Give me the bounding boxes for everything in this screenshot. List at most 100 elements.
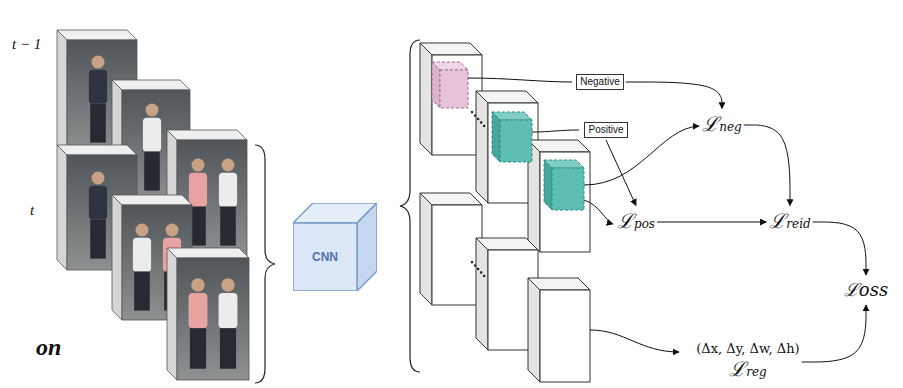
person-legs: [90, 104, 106, 143]
person-torso: [143, 118, 161, 152]
region-front: [552, 168, 584, 210]
feature-map-side: [476, 91, 488, 203]
connector: [744, 125, 790, 206]
feature-map: [540, 290, 590, 382]
positive-region: [492, 112, 532, 162]
loss-term: ℒpos: [617, 209, 655, 236]
person-legs: [190, 328, 206, 369]
loss-term: ℒreid: [769, 209, 810, 236]
region-side: [432, 62, 440, 108]
person-head: [136, 224, 149, 237]
frame-top: [57, 30, 137, 40]
total-loss: ℒoss: [844, 278, 888, 302]
node-text: Negative: [580, 76, 619, 88]
person-head: [92, 172, 105, 185]
person-head: [166, 224, 179, 237]
ellipsis-dots: [472, 262, 486, 278]
brace: [255, 145, 275, 383]
person-head: [222, 159, 235, 172]
person-head: [146, 104, 159, 117]
regression-term: (Δx, Δy, Δw, Δh)ℒreg: [696, 341, 799, 384]
person-torso: [219, 173, 237, 207]
person-torso: [89, 186, 107, 220]
frame-top: [57, 145, 137, 155]
person-figure: [133, 224, 151, 311]
person-legs: [90, 220, 106, 259]
person-figure: [89, 56, 107, 143]
frame-top: [167, 130, 247, 140]
person-torso: [189, 293, 208, 328]
feature-map: [432, 205, 482, 305]
connector: [626, 82, 722, 109]
connector: [657, 222, 766, 223]
frame-top: [112, 195, 192, 205]
loss-term: ℒneg: [702, 112, 742, 139]
brace: [400, 40, 420, 372]
frame-side: [112, 195, 122, 320]
feature-map: [432, 55, 482, 155]
frame-top: [167, 248, 249, 258]
frame-top: [112, 80, 190, 90]
cnn-cube: [293, 203, 377, 291]
connector: [813, 222, 866, 275]
node-subtext: ℒreg: [696, 357, 799, 384]
person-figure: [143, 104, 161, 191]
person-head: [221, 278, 235, 292]
node-text: ℒoss: [844, 278, 888, 302]
feature-map: [540, 152, 590, 252]
time-label: t: [30, 202, 34, 219]
feature-map-side: [420, 43, 432, 155]
person-torso: [89, 70, 107, 104]
feature-line: [532, 130, 579, 132]
feature-map-side: [528, 278, 540, 382]
sample-tag: Positive: [584, 122, 627, 138]
sample-tag: Negative: [576, 74, 623, 90]
person-figure: [89, 172, 107, 259]
connector: [606, 140, 636, 206]
frame-side: [57, 30, 67, 155]
heading-fragment: on: [36, 334, 61, 361]
frame-photo: [177, 258, 249, 380]
cube-front: [293, 223, 357, 291]
negative-region: [432, 62, 468, 108]
person-legs: [134, 272, 150, 311]
person-head: [192, 159, 205, 172]
person-head: [191, 278, 205, 292]
region-front: [500, 120, 532, 162]
person-torso: [133, 238, 151, 272]
node-text: (Δx, Δy, Δw, Δh): [696, 341, 799, 357]
region-front: [440, 70, 468, 108]
feature-line: [468, 78, 572, 82]
cnn-block: CNN: [293, 203, 377, 291]
node-text: ℒneg: [702, 112, 742, 139]
node-text: ℒreid: [769, 209, 810, 236]
positive-region: [544, 160, 584, 210]
feature-map-side: [476, 238, 488, 350]
frame-side: [167, 248, 177, 380]
person-torso: [219, 293, 238, 328]
feature-map-side: [420, 193, 432, 305]
feature-map-stack: [420, 193, 590, 382]
time-label: t − 1: [12, 36, 41, 53]
person-legs: [220, 328, 236, 369]
person-head: [92, 56, 105, 69]
feature-arrow: [590, 330, 679, 352]
ellipsis-dots: [472, 112, 486, 128]
person-figure: [219, 159, 237, 246]
node-text: CNN: [293, 223, 357, 291]
feature-arrow: [584, 200, 613, 224]
person-figure: [189, 278, 208, 368]
node-text: Positive: [588, 124, 623, 136]
region-side: [544, 160, 552, 210]
person-legs: [220, 207, 236, 246]
region-side: [492, 112, 500, 162]
connector: [802, 305, 866, 362]
person-torso: [189, 173, 207, 207]
person-figure: [219, 278, 238, 368]
person-legs: [190, 207, 206, 246]
frame-side: [57, 145, 67, 270]
person-legs: [144, 152, 160, 191]
